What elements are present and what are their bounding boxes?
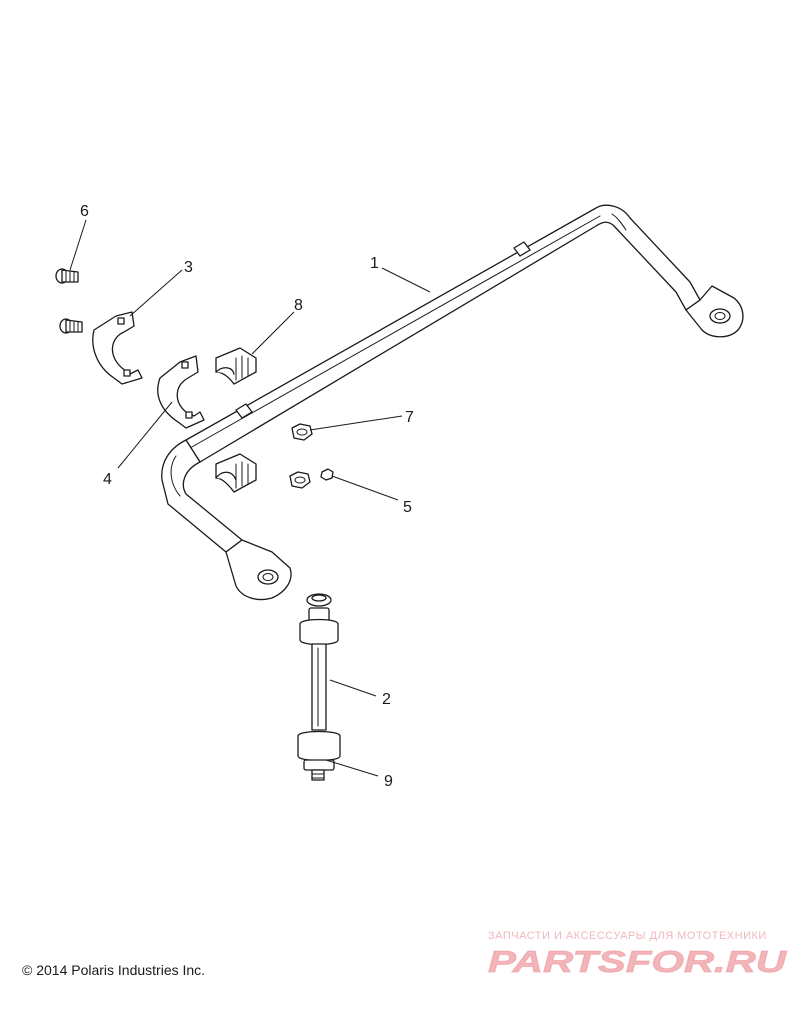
bracket-clamp-upper <box>92 311 143 385</box>
flange-nut-upper <box>291 423 313 441</box>
callout-4: 4 <box>103 471 112 488</box>
callout-labels: 1 2 3 4 5 6 7 8 9 <box>80 203 414 790</box>
bolt-upper <box>55 268 79 284</box>
link-rod <box>297 593 341 781</box>
callout-9: 9 <box>384 773 393 790</box>
stabilizer-bar <box>161 204 744 601</box>
callout-3: 3 <box>184 259 193 276</box>
bushing-lower <box>215 453 257 493</box>
small-nut <box>320 468 334 481</box>
callout-7: 7 <box>405 409 414 426</box>
callout-5: 5 <box>403 499 412 516</box>
watermark-logo-text: PARTSFOR.RU <box>488 944 788 979</box>
callout-8: 8 <box>294 297 303 314</box>
callout-leaders <box>69 219 431 777</box>
bracket-clamp-lower <box>157 355 205 429</box>
callout-1: 1 <box>370 255 379 272</box>
watermark-caption: ЗАПЧАСТИ И АКСЕССУАРЫ ДЛЯ МОТОТЕХНИКИ <box>488 930 767 942</box>
watermark-logo: PARTSFOR.RU <box>488 944 789 980</box>
callout-2: 2 <box>382 691 391 708</box>
flange-nut-lower <box>289 471 311 489</box>
bushing-upper <box>215 347 257 385</box>
bolt-lower <box>59 318 83 334</box>
callout-6: 6 <box>80 203 89 220</box>
lower-stud <box>311 773 325 779</box>
copyright-notice: © 2014 Polaris Industries Inc. <box>22 962 206 978</box>
